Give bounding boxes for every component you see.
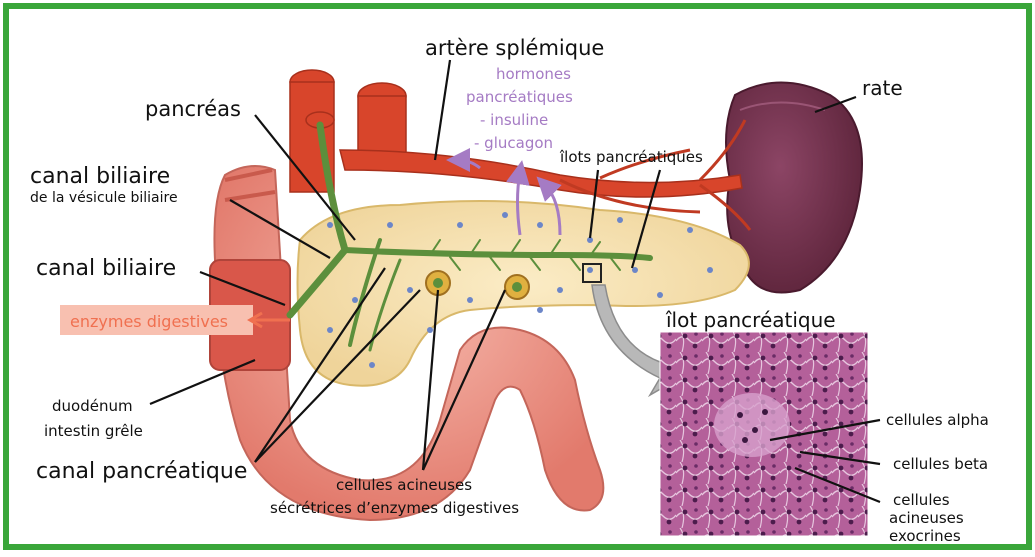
- label-ilots: îlots pancréatiques: [559, 148, 703, 166]
- label-hormones-3: - insuline: [480, 111, 548, 129]
- label-canal-biliaire-2: canal biliaire: [36, 256, 176, 281]
- label-hormones-4: - glucagon: [474, 134, 553, 152]
- label-canal-biliaire-1: canal biliaire: [30, 164, 170, 189]
- label-acineuses-2: sécrétrices d’enzymes digestives: [270, 499, 519, 517]
- label-exo-2: acineuses: [889, 509, 964, 527]
- label-hormones-1: hormones: [496, 65, 571, 83]
- label-canal-biliaire-1-sub: de la vésicule biliaire: [30, 190, 178, 206]
- label-exo-1: cellules: [893, 491, 950, 509]
- label-pancreas: pancréas: [145, 97, 241, 121]
- label-rate: rate: [862, 76, 903, 100]
- label-alpha: cellules alpha: [886, 411, 989, 429]
- label-duodenum-2: intestin grêle: [44, 422, 143, 440]
- label-exo-3: exocrines: [889, 527, 961, 545]
- label-ilot-title: îlot pancréatique: [665, 308, 836, 332]
- label-artere: artère splémique: [425, 36, 604, 60]
- label-duodenum-1: duodénum: [52, 397, 133, 415]
- label-enzymes: enzymes digestives: [70, 312, 228, 331]
- label-canal-pancreatique: canal pancréatique: [36, 459, 247, 484]
- label-beta: cellules beta: [893, 455, 988, 473]
- label-hormones-2: pancréatiques: [466, 88, 573, 106]
- label-acineuses-1: cellules acineuses: [336, 476, 472, 494]
- histology-image: [660, 332, 868, 536]
